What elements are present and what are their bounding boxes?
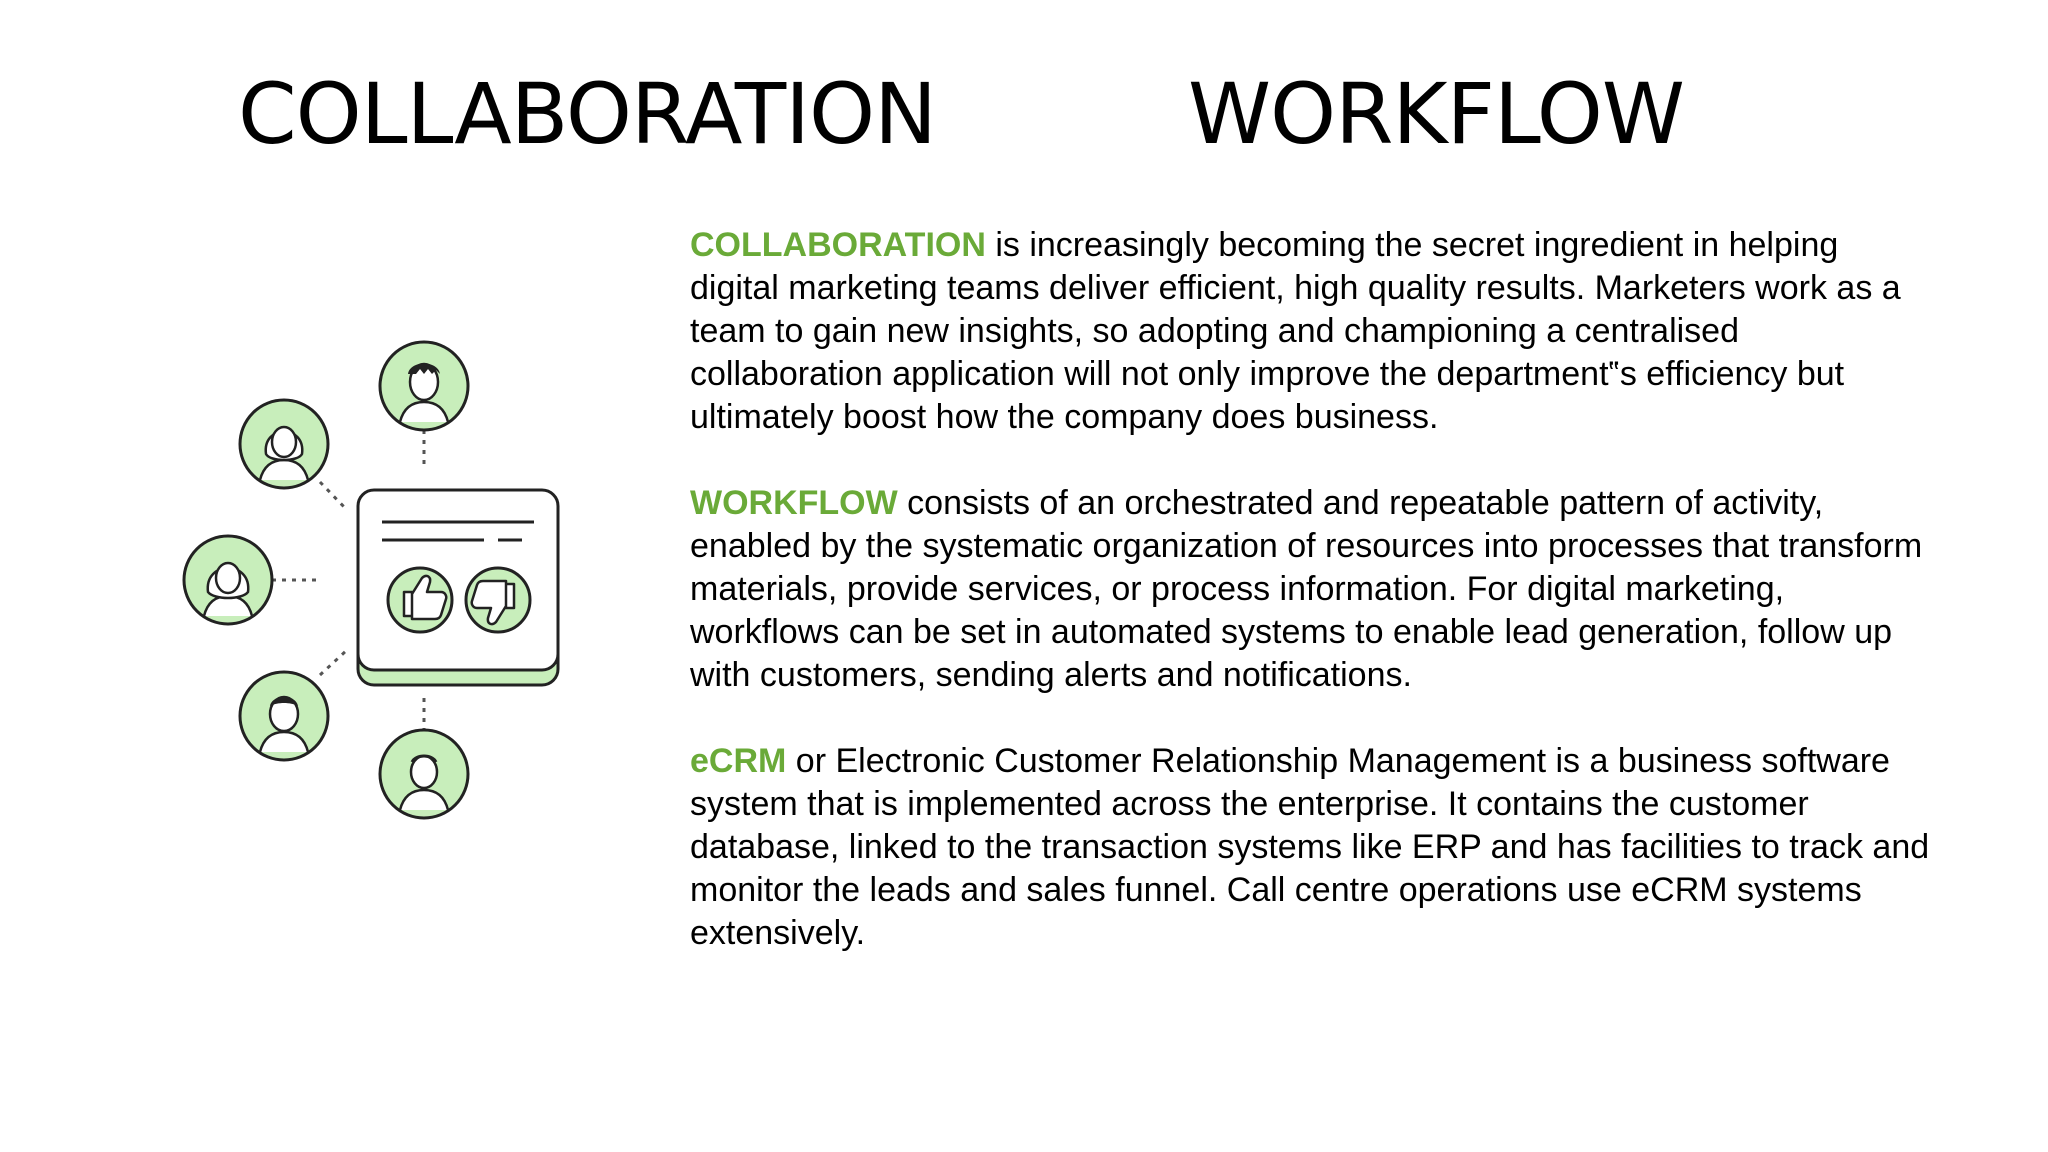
paragraph-collaboration-text: is increasingly becoming the secret ingr…	[690, 226, 1901, 436]
paragraph-ecrm-text: or Electronic Customer Relationship Mana…	[690, 742, 1930, 952]
user-avatar-icon	[238, 398, 330, 490]
heading-workflow: WORKFLOW	[1188, 65, 1685, 163]
thumbs-up-icon	[386, 566, 454, 634]
user-avatar-icon	[182, 534, 274, 626]
user-avatar-icon	[378, 728, 470, 820]
paragraph-workflow-text: consists of an orchestrated and repeatab…	[690, 484, 1923, 694]
user-avatar-icon	[238, 670, 330, 762]
term-workflow: WORKFLOW	[690, 484, 898, 522]
heading-collaboration: COLLABORATION	[238, 65, 937, 163]
user-avatar-icon	[378, 340, 470, 432]
paragraph-workflow: WORKFLOW consists of an orchestrated and…	[690, 482, 1930, 697]
paragraph-collaboration: COLLABORATION is increasingly becoming t…	[690, 224, 1930, 439]
definitions-text: COLLABORATION is increasingly becoming t…	[690, 224, 1930, 998]
feedback-card-icon	[356, 488, 560, 687]
paragraph-ecrm: eCRM or Electronic Customer Relationship…	[690, 740, 1930, 955]
term-collaboration: COLLABORATION	[690, 226, 986, 264]
thumbs-down-icon	[464, 566, 532, 634]
connector-lines	[272, 430, 426, 730]
term-ecrm: eCRM	[690, 742, 787, 780]
collaboration-illustration	[182, 340, 560, 820]
